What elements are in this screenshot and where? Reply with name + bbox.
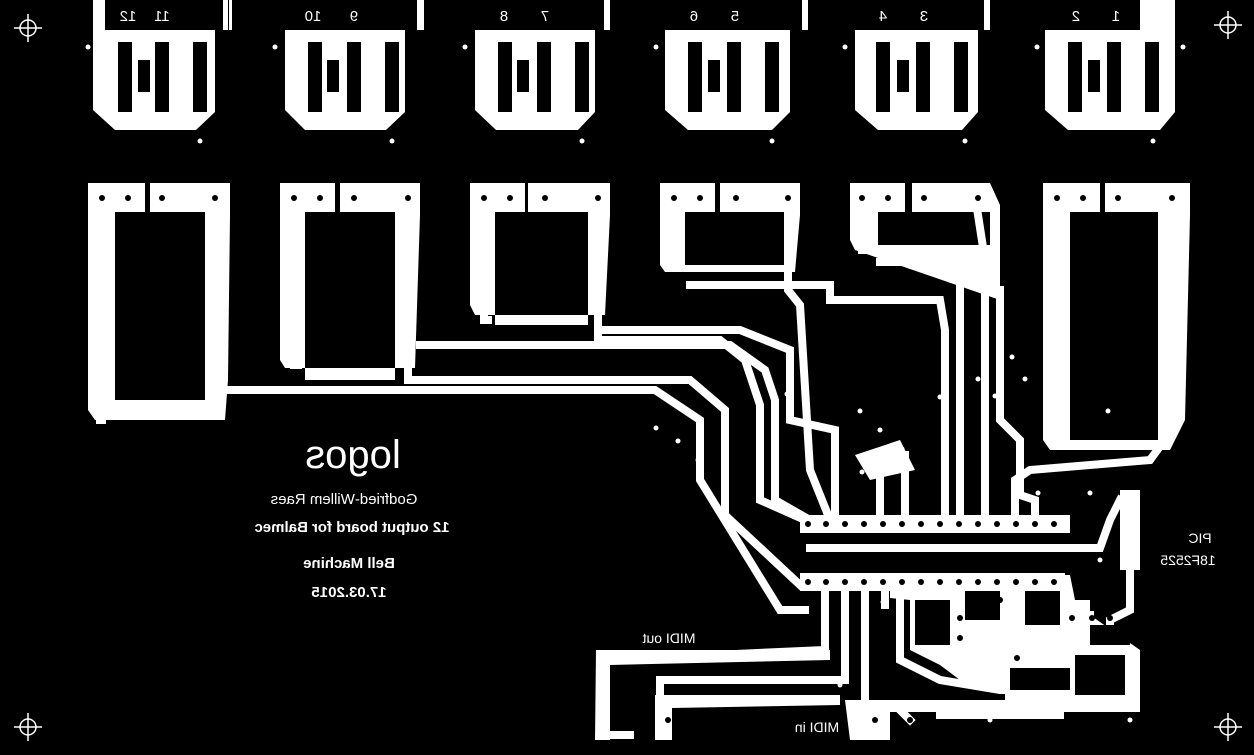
board-logo: logos <box>305 433 401 477</box>
author-text: Godfried-Willem Raes <box>271 491 418 508</box>
connector-number: 5 <box>731 8 739 25</box>
connector-number: 8 <box>500 8 508 25</box>
chip-label: PIC 18F2525 <box>1160 530 1215 568</box>
number-strips <box>105 0 1140 30</box>
logo-text: logos <box>305 433 401 477</box>
connector-number: 7 <box>541 8 549 25</box>
connector-number: 10 <box>305 8 322 25</box>
crosshair-target-icon <box>1214 713 1242 741</box>
connector-number: 6 <box>690 8 698 25</box>
connector-number-labels: 12 11 10 9 8 7 6 5 4 3 2 1 <box>120 8 1121 25</box>
vias <box>85 44 1186 723</box>
ic-bottom-row <box>800 573 1065 591</box>
project-text: Bell Machine <box>303 555 395 572</box>
midi-labels: MIDI out MIDI in <box>642 630 839 735</box>
ic-top-row <box>800 515 1070 533</box>
number-strip-bars <box>229 0 990 30</box>
date-text: 17.03.2015 <box>311 584 386 601</box>
crosshair-target-icon <box>14 713 42 741</box>
crosshair-target-icon <box>1214 11 1242 39</box>
top-connector-slots <box>118 42 1159 112</box>
connector-number: 4 <box>879 8 887 25</box>
chip-label-line1: PIC <box>1188 530 1211 546</box>
chip-label-line2: 18F2525 <box>1160 552 1215 568</box>
connector-number: 12 <box>120 8 137 25</box>
board-title-text: 12 output board for Balmec <box>254 519 449 536</box>
board-credits: Godfried-Willem Raes 12 output board for… <box>254 491 449 601</box>
registration-marks <box>14 11 1242 741</box>
driver-pads <box>99 195 1175 201</box>
bottom-pads <box>625 597 1115 723</box>
connector-number: 9 <box>350 8 358 25</box>
midi-out-label: MIDI out <box>642 630 695 646</box>
crosshair-target-icon <box>14 14 42 42</box>
bottom-copper-holes <box>915 585 1130 695</box>
midi-in-label: MIDI in <box>795 719 839 735</box>
connector-number: 11 <box>154 8 170 25</box>
connector-number: 1 <box>1112 8 1120 25</box>
connector-number: 3 <box>920 8 928 25</box>
connector-number: 2 <box>1072 8 1080 25</box>
